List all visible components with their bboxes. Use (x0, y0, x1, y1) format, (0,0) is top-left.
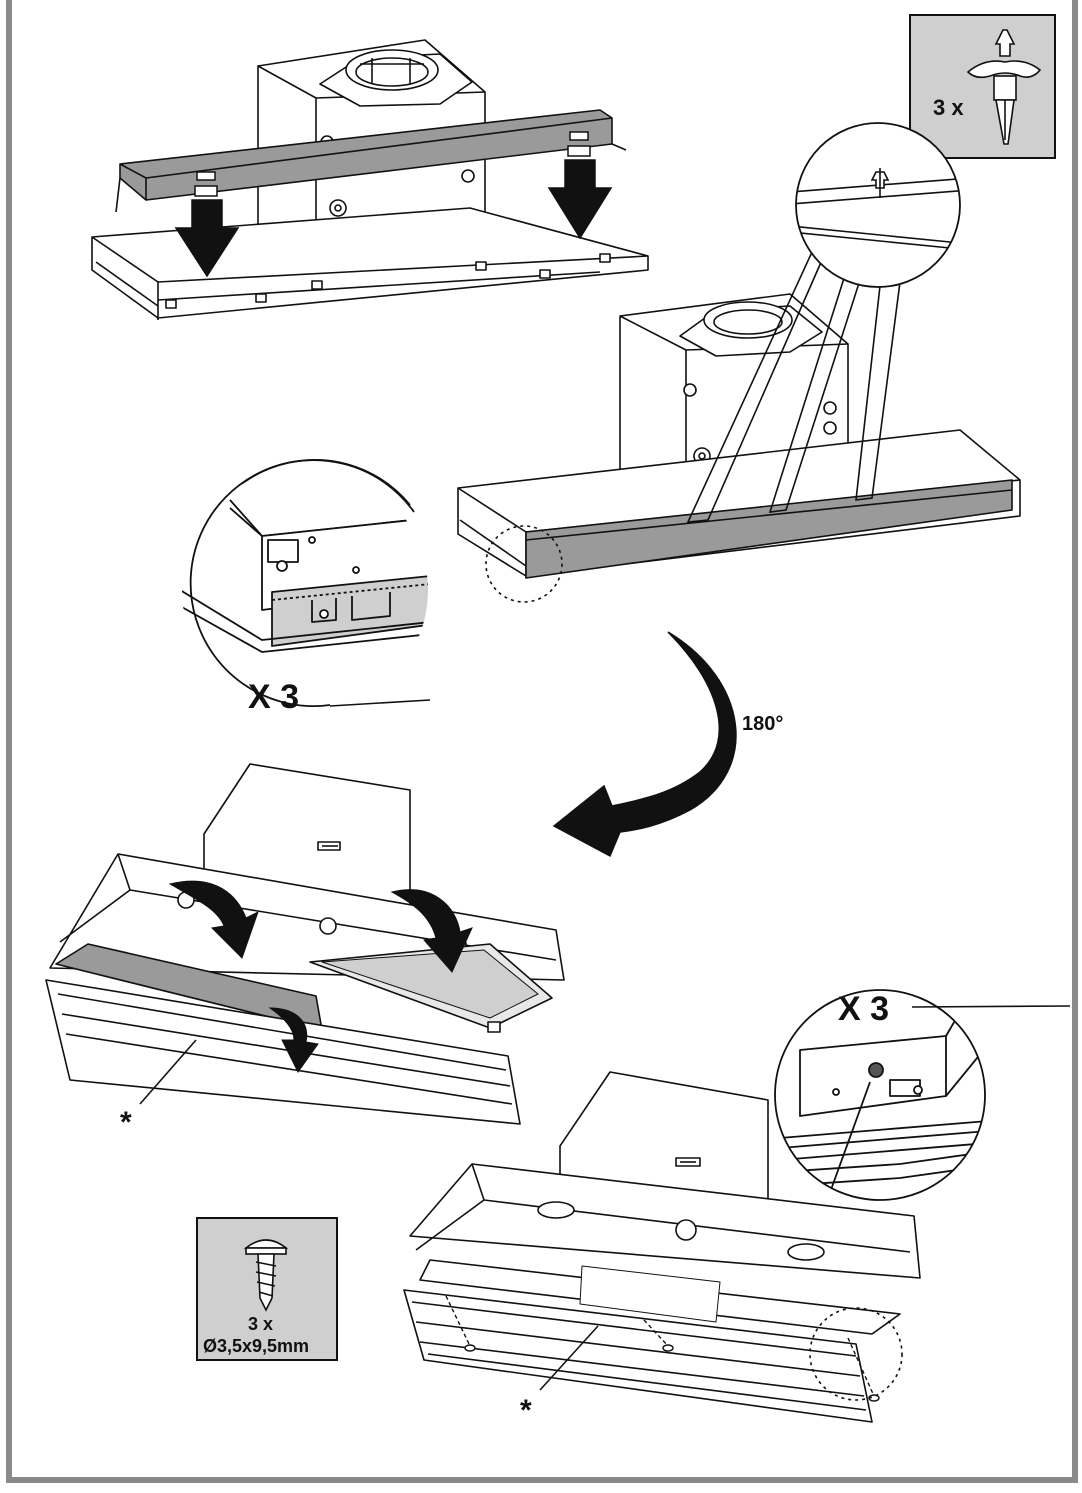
asterisk-pointer-2 (539, 1325, 599, 1391)
screw-icon (243, 1239, 289, 1312)
zoom-pointer-lines (686, 251, 901, 523)
strip-end-qty-label: X 3 (248, 678, 299, 716)
screw-detail-qty-label: X 3 (838, 990, 889, 1028)
step1-hood-assembly (91, 39, 649, 320)
screw-spec-label: Ø3,5x9,5mm (203, 1336, 309, 1356)
clip-fastener-icon (966, 29, 1042, 145)
clip-parts-box: 3 x (909, 14, 1056, 159)
screw-parts-box: 3 x Ø3,5x9,5mm (196, 1217, 338, 1361)
step4-hood-inverted (403, 1071, 921, 1423)
screw-qty-label: 3 x (248, 1314, 273, 1334)
rotate-arrow-icon: 180° (552, 631, 783, 858)
asterisk-note-1: * (120, 1106, 132, 1139)
down-arrow-icon (168, 880, 473, 1073)
clip-qty-label: 3 x (933, 95, 964, 120)
step3-hood-inverted (45, 763, 565, 1125)
asterisk-note-2: * (520, 1394, 532, 1427)
step2-hood-assembly (457, 293, 1021, 579)
detail-marker-circle (485, 525, 563, 603)
clip-detail-zoom (795, 122, 961, 288)
strip-end-detail-zoom: X 3 (182, 459, 431, 716)
down-arrow-icon (547, 131, 613, 240)
detail-marker-circle (809, 1307, 903, 1401)
screw-detail-zoom: X 3 (774, 989, 1071, 1201)
screw-markers (445, 1295, 880, 1402)
down-arrow-icon (174, 171, 240, 278)
page-frame (6, 0, 1078, 1483)
rotation-label: 180° (742, 713, 783, 735)
asterisk-pointer-1 (139, 1039, 197, 1105)
